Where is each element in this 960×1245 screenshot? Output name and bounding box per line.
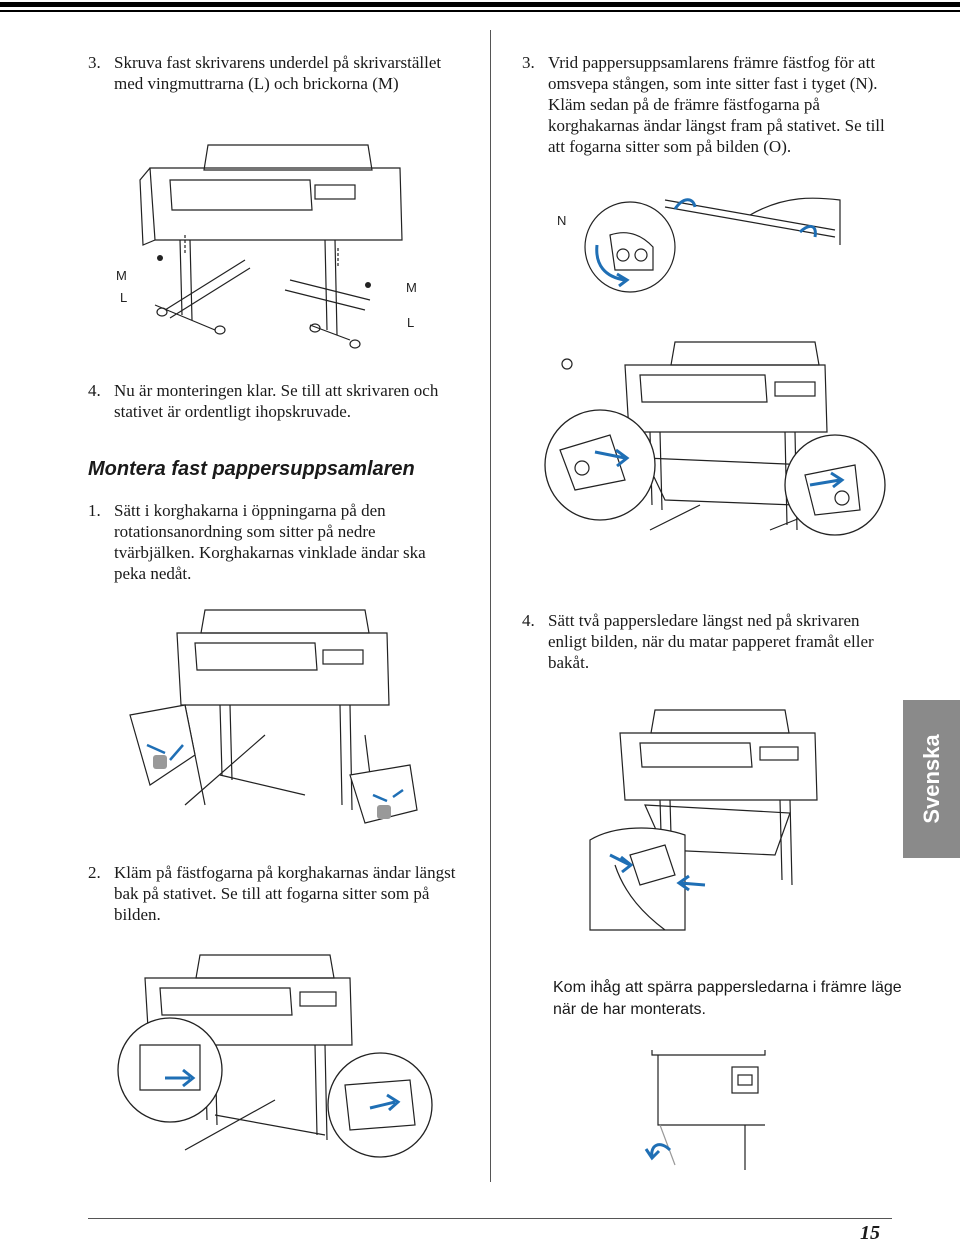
left-basket-step-1-number: 1. [88,501,101,520]
figure-rod-wrap-n: N [557,197,841,293]
right-step-4-text: Sätt två pappersledare längst ned på skr… [548,611,874,672]
left-basket-step-2-number: 2. [88,863,101,882]
column-divider [490,30,491,1182]
right-step-3: 3. Vrid pappersuppsamlarens främre fästf… [522,52,894,157]
figure-guide-detail [644,1050,766,1170]
right-step-4: 4. Sätt två pappersledare längst ned på … [522,610,894,673]
figure-rear-fasteners [117,954,433,1158]
left-step-3: 3. Skruva fast skrivarens underdel på sk… [88,52,460,94]
left-basket-step-1: 1. Sätt i korghakarna i öppningarna på d… [88,500,460,584]
label-l-left: L [120,290,127,305]
language-side-tab: Svenska [903,700,960,858]
figure-paper-guides [589,709,818,931]
left-basket-step-2-text: Kläm på fästfogarna på korghakarnas ända… [114,863,456,924]
figure-printer-stand-bolts: M L M L [116,144,417,349]
figure-basket-hooks [129,609,418,824]
left-step-3-number: 3. [88,53,101,72]
language-side-tab-label: Svenska [918,734,944,824]
left-basket-step-1-text: Sätt i korghakarna i öppningarna på den … [114,501,426,583]
section-heading: Montera fast pappersuppsamlaren [88,458,415,480]
svg-text:O: O [542,347,543,349]
left-step-3-text: Skruva fast skrivarens underdel på skriv… [114,53,442,93]
label-n: N [557,213,566,228]
left-step-4-number: 4. [88,381,101,400]
figure-front-fasteners-o: O [542,341,886,536]
left-step-4-text: Nu är monteringen klar. Se till att skri… [114,381,439,421]
bottom-rule [88,1218,892,1219]
top-rule [0,0,960,12]
right-step-3-text: Vrid pappersuppsamlarens främre fästfog … [548,53,885,156]
label-l-right: L [407,315,414,330]
left-step-4: 4. Nu är monteringen klar. Se till att s… [88,380,460,422]
left-basket-step-2: 2. Kläm på fästfogarna på korghakarnas ä… [88,862,460,925]
note-lock-guides: Kom ihåg att spärra pappersledarna i frä… [553,979,902,1018]
right-step-3-number: 3. [522,53,535,72]
page-number: 15 [860,1222,880,1244]
label-m-left: M [116,268,127,283]
right-step-4-number: 4. [522,611,535,630]
label-o: O [542,347,573,370]
label-m-right: M [406,280,417,295]
